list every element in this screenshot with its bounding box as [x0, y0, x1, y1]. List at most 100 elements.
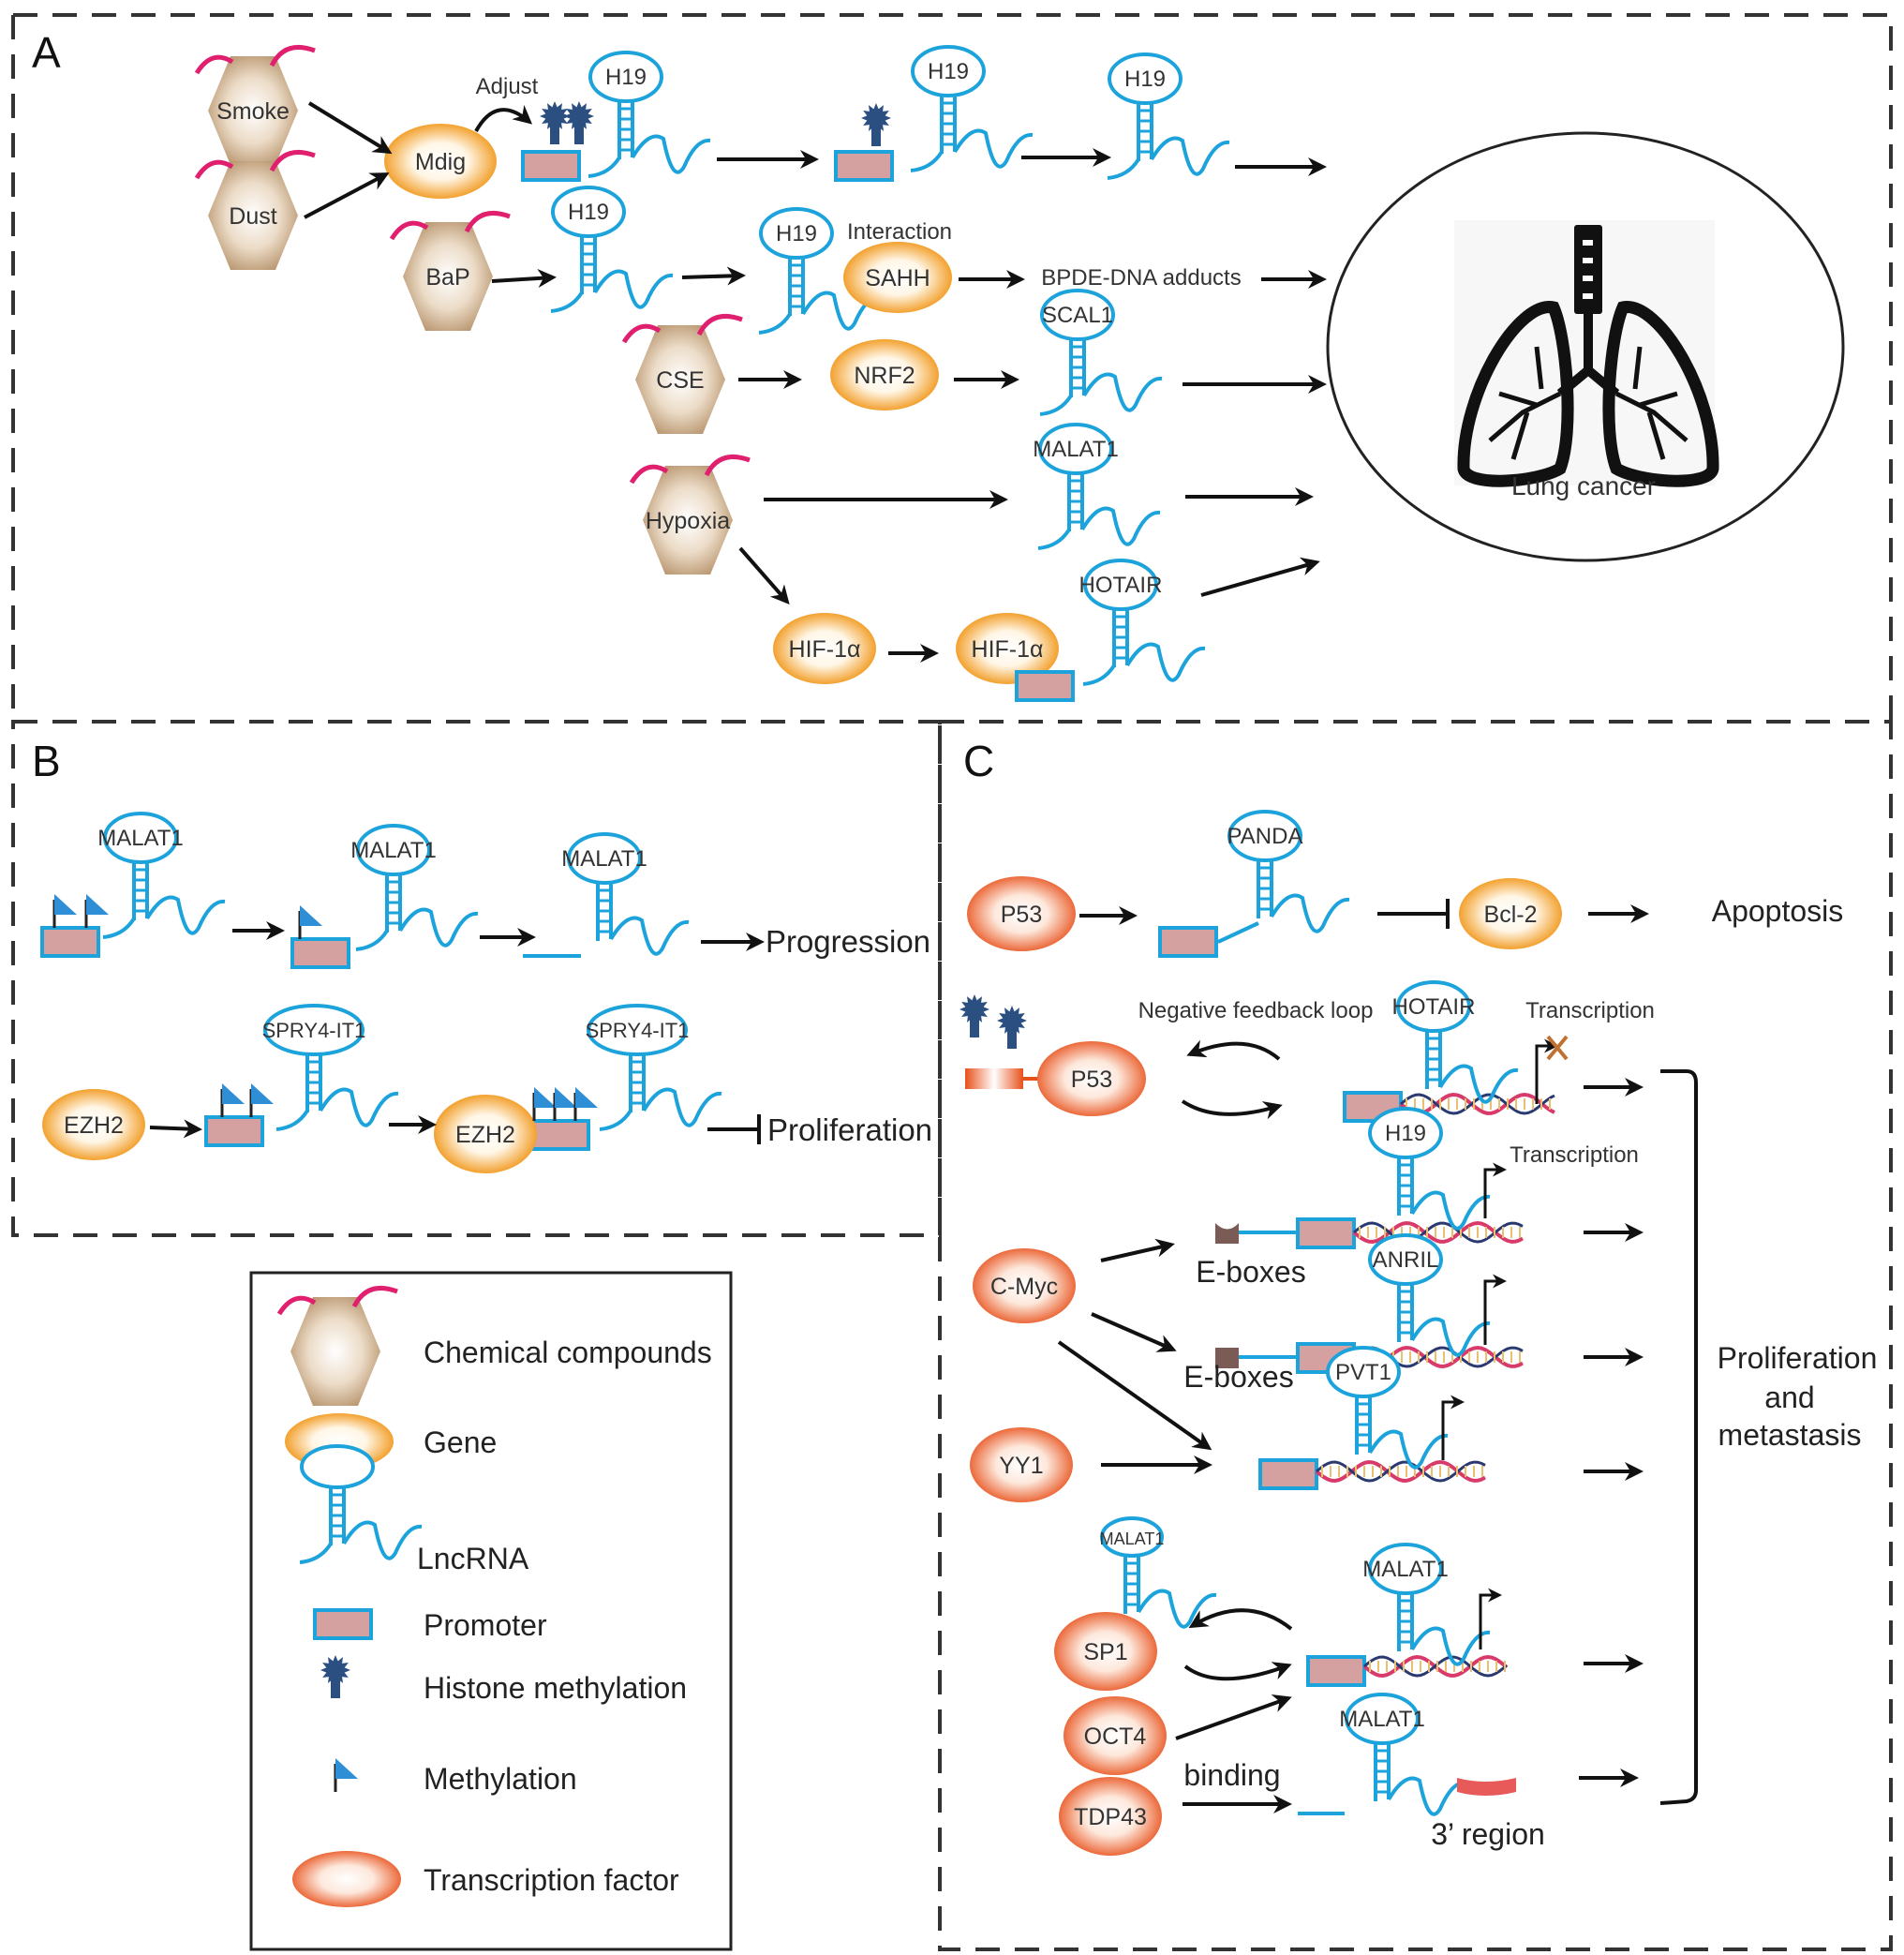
lncrna-tail — [1387, 1776, 1467, 1816]
gene-hif1a-a — [773, 613, 876, 684]
oval-shape — [292, 1851, 401, 1907]
compound-label: Smoke — [216, 98, 290, 125]
panel-borders — [11, 13, 1893, 1951]
histone-star — [861, 103, 891, 133]
lncrna-h19-c-panel — [1368, 1107, 1491, 1231]
oval-shape — [970, 1427, 1073, 1502]
bracket — [1659, 1069, 1698, 1805]
outcome-proliferation-c: Proliferation — [1718, 1341, 1878, 1375]
lncrna-tail — [398, 907, 479, 948]
gene-mdig — [384, 124, 497, 199]
flag-shape — [54, 894, 77, 915]
tf-oct4 — [1064, 1696, 1167, 1775]
methylation-flag — [573, 1087, 598, 1121]
tss-pvt1 — [1441, 1395, 1465, 1460]
compound-cse — [621, 314, 743, 434]
legend-methylation-icon — [334, 1758, 358, 1792]
outcome-lung-cancer: Lung cancer — [1511, 471, 1656, 500]
compound-label: CSE — [656, 367, 704, 394]
lncrna-tail — [1082, 372, 1163, 412]
lncrna-loop — [1040, 289, 1115, 341]
lncrna-h19-c — [1107, 52, 1230, 180]
right-lung — [1602, 301, 1719, 487]
tss-malat1 — [1479, 1588, 1502, 1649]
lncrna-loop — [1100, 1516, 1164, 1558]
methylation-flag — [249, 1083, 274, 1117]
lncrna-h19-a — [588, 51, 711, 178]
legend-promoter-icon — [313, 1608, 373, 1640]
lncrna-h19-e — [758, 207, 882, 335]
lncrna-label: MALAT1 — [1339, 1707, 1425, 1732]
lncrna-panda — [1227, 810, 1350, 933]
outcome-and: and — [1764, 1380, 1814, 1414]
lncrna-loop — [911, 45, 986, 97]
histone-star — [564, 101, 594, 131]
annotation-bpde: BPDE-DNA adducts — [1041, 265, 1241, 291]
dna-strand — [1399, 1092, 1555, 1115]
histone-protein-box — [965, 1068, 1023, 1089]
compound-hypoxia — [629, 455, 751, 575]
lncrna-label: HOTAIR — [1392, 994, 1476, 1020]
histone-stalk — [331, 1678, 340, 1698]
lncrna-tail — [102, 917, 136, 939]
compound-label: Dust — [229, 203, 276, 230]
lncrna-label: MALAT1 — [1362, 1557, 1449, 1582]
blocked-transcription-icon — [1546, 1035, 1569, 1061]
legend-label-histone-methylation: Histone methylation — [424, 1671, 687, 1705]
tf-label: SP1 — [1083, 1639, 1127, 1665]
lncrna-hotair-a — [1082, 559, 1206, 686]
promoter-rect — [204, 1115, 264, 1147]
promoter-malat1-c — [1306, 1655, 1366, 1687]
promoter-b3 — [204, 1115, 264, 1147]
lncrna-tail — [1082, 664, 1116, 686]
lncrna-tail — [1107, 157, 1140, 180]
arrow-cmyc-h19 — [1100, 1238, 1175, 1262]
lncrna-loop — [1396, 980, 1471, 1033]
lncrna-h19-d — [550, 186, 674, 313]
dna-pvt1 — [1315, 1459, 1486, 1483]
methylation-flag — [532, 1087, 557, 1121]
flag-shape — [222, 1083, 245, 1104]
lncrna-tail — [1368, 1429, 1449, 1470]
promoter-b1 — [40, 926, 100, 958]
legend-transcription-factor-icon — [292, 1851, 401, 1907]
lncrna-loop — [588, 51, 663, 103]
lncrna-tail — [953, 128, 1034, 169]
compound-label: Hypoxia — [646, 508, 730, 534]
annotation-binding: binding — [1183, 1758, 1280, 1792]
compound-arm — [276, 1295, 317, 1316]
hexagon-shape — [643, 466, 733, 575]
lncrna-hotair-c — [1396, 980, 1519, 1104]
trachea-ring — [1583, 258, 1593, 263]
tf-label: TDP43 — [1074, 1804, 1147, 1830]
compound-bap — [389, 211, 511, 331]
promoter-rect — [1306, 1655, 1366, 1687]
histone-stalk — [574, 124, 584, 144]
left-branches — [1488, 346, 1562, 460]
inhibition-proliferation-b — [707, 1114, 761, 1144]
lncrna-label: H19 — [568, 200, 609, 225]
tss-arrow — [1441, 1395, 1465, 1460]
legend-label-transcription-factor: Transcription factor — [424, 1863, 679, 1897]
arrow-ezh2-a — [149, 1119, 202, 1139]
legend-lncrna-icon — [299, 1444, 423, 1564]
flag-shape — [335, 1758, 358, 1779]
tf-label: P53 — [1001, 902, 1042, 928]
lncrna-label: MALAT1 — [1100, 1530, 1165, 1548]
outcome-progression: Progression — [766, 924, 930, 959]
oval-shape — [956, 613, 1059, 684]
lncrna-label: PVT1 — [1335, 1360, 1391, 1385]
panel-b-label: B — [32, 737, 61, 785]
arrow-sp1-feedback-back — [1188, 1608, 1293, 1631]
compound-dust — [194, 150, 316, 270]
lncrna-loop — [759, 207, 834, 260]
arrow-feedback-forward — [1181, 1099, 1283, 1120]
lncrna-malat1-tdp43 — [1345, 1693, 1467, 1816]
lncrna-tail — [609, 916, 690, 956]
annotation-eboxes-2: E-boxes — [1183, 1360, 1293, 1394]
compound-label: BaP — [425, 264, 469, 291]
flag-shape — [251, 1083, 274, 1104]
arrow-hotair-lung — [1200, 557, 1320, 597]
tf-p53-a — [967, 876, 1076, 951]
lncrna-label: SPRY4-IT1 — [262, 1019, 366, 1042]
